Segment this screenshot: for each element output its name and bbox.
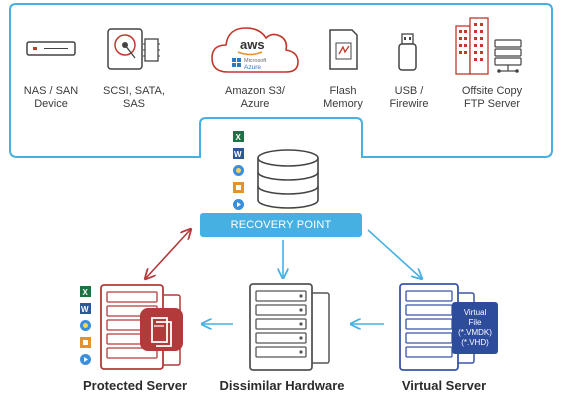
media-icon bbox=[80, 354, 91, 365]
media-icon bbox=[233, 199, 244, 210]
storage-label-cloud: Amazon S3/ Azure bbox=[225, 85, 285, 110]
svg-text:W: W bbox=[234, 150, 242, 159]
offsite-ftp-icon bbox=[455, 17, 522, 75]
storage-label-offsite: Offsite Copy FTP Server bbox=[461, 85, 523, 110]
virtual-file-box bbox=[452, 302, 498, 354]
cloud-icon: aws Microsoft Azure bbox=[211, 27, 299, 73]
svg-text:X: X bbox=[236, 133, 242, 142]
svg-text:X: X bbox=[83, 288, 89, 297]
hard-drive-icon bbox=[107, 28, 160, 70]
protected-to-recovery-arrow bbox=[146, 230, 190, 278]
word-icon: W bbox=[80, 303, 91, 314]
virtual-server-icon bbox=[399, 283, 498, 371]
flash-card-icon bbox=[329, 29, 358, 70]
azure-text: Azure bbox=[244, 64, 261, 71]
protected-server-icon bbox=[100, 284, 183, 370]
usb-icon bbox=[398, 33, 417, 71]
word-icon: W bbox=[233, 148, 244, 159]
storage-label-scsi: SCSI, SATA, SAS bbox=[103, 85, 165, 110]
excel-icon: X bbox=[80, 286, 91, 297]
recovery-to-virtual-arrow bbox=[367, 229, 421, 278]
storage-targets-frame bbox=[9, 3, 553, 158]
virtual-server-label: Virtual Server bbox=[401, 378, 487, 393]
storage-label-nas: NAS / SAN Device bbox=[23, 85, 79, 110]
browser-icon bbox=[233, 165, 244, 176]
storage-label-usb: USB / Firewire bbox=[389, 85, 429, 110]
excel-icon: X bbox=[233, 131, 244, 142]
protected-server-label: Protected Server bbox=[82, 378, 188, 393]
dissimilar-server-icon bbox=[249, 283, 330, 371]
nas-device-icon bbox=[26, 41, 76, 56]
microsoft-text: Microsoft bbox=[244, 58, 267, 64]
svg-text:W: W bbox=[81, 305, 89, 314]
office-icon bbox=[80, 337, 91, 348]
office-icon bbox=[233, 182, 244, 193]
app-icons-column: X W bbox=[233, 131, 244, 210]
aws-logo-text: aws bbox=[240, 37, 265, 52]
virtual-file-label: Virtual File (*.VMDK) (*.VHD) bbox=[458, 308, 492, 347]
browser-icon bbox=[80, 320, 91, 331]
dissimilar-hardware-label: Dissimilar Hardware bbox=[219, 378, 345, 393]
protected-app-icons: X W bbox=[80, 286, 91, 365]
storage-label-flash: Flash Memory bbox=[323, 85, 363, 110]
recovery-point-banner bbox=[200, 213, 362, 237]
windows-logo-icon bbox=[232, 58, 241, 67]
recovery-point-label: RECOVERY POINT bbox=[230, 219, 332, 231]
database-icon bbox=[257, 149, 319, 209]
